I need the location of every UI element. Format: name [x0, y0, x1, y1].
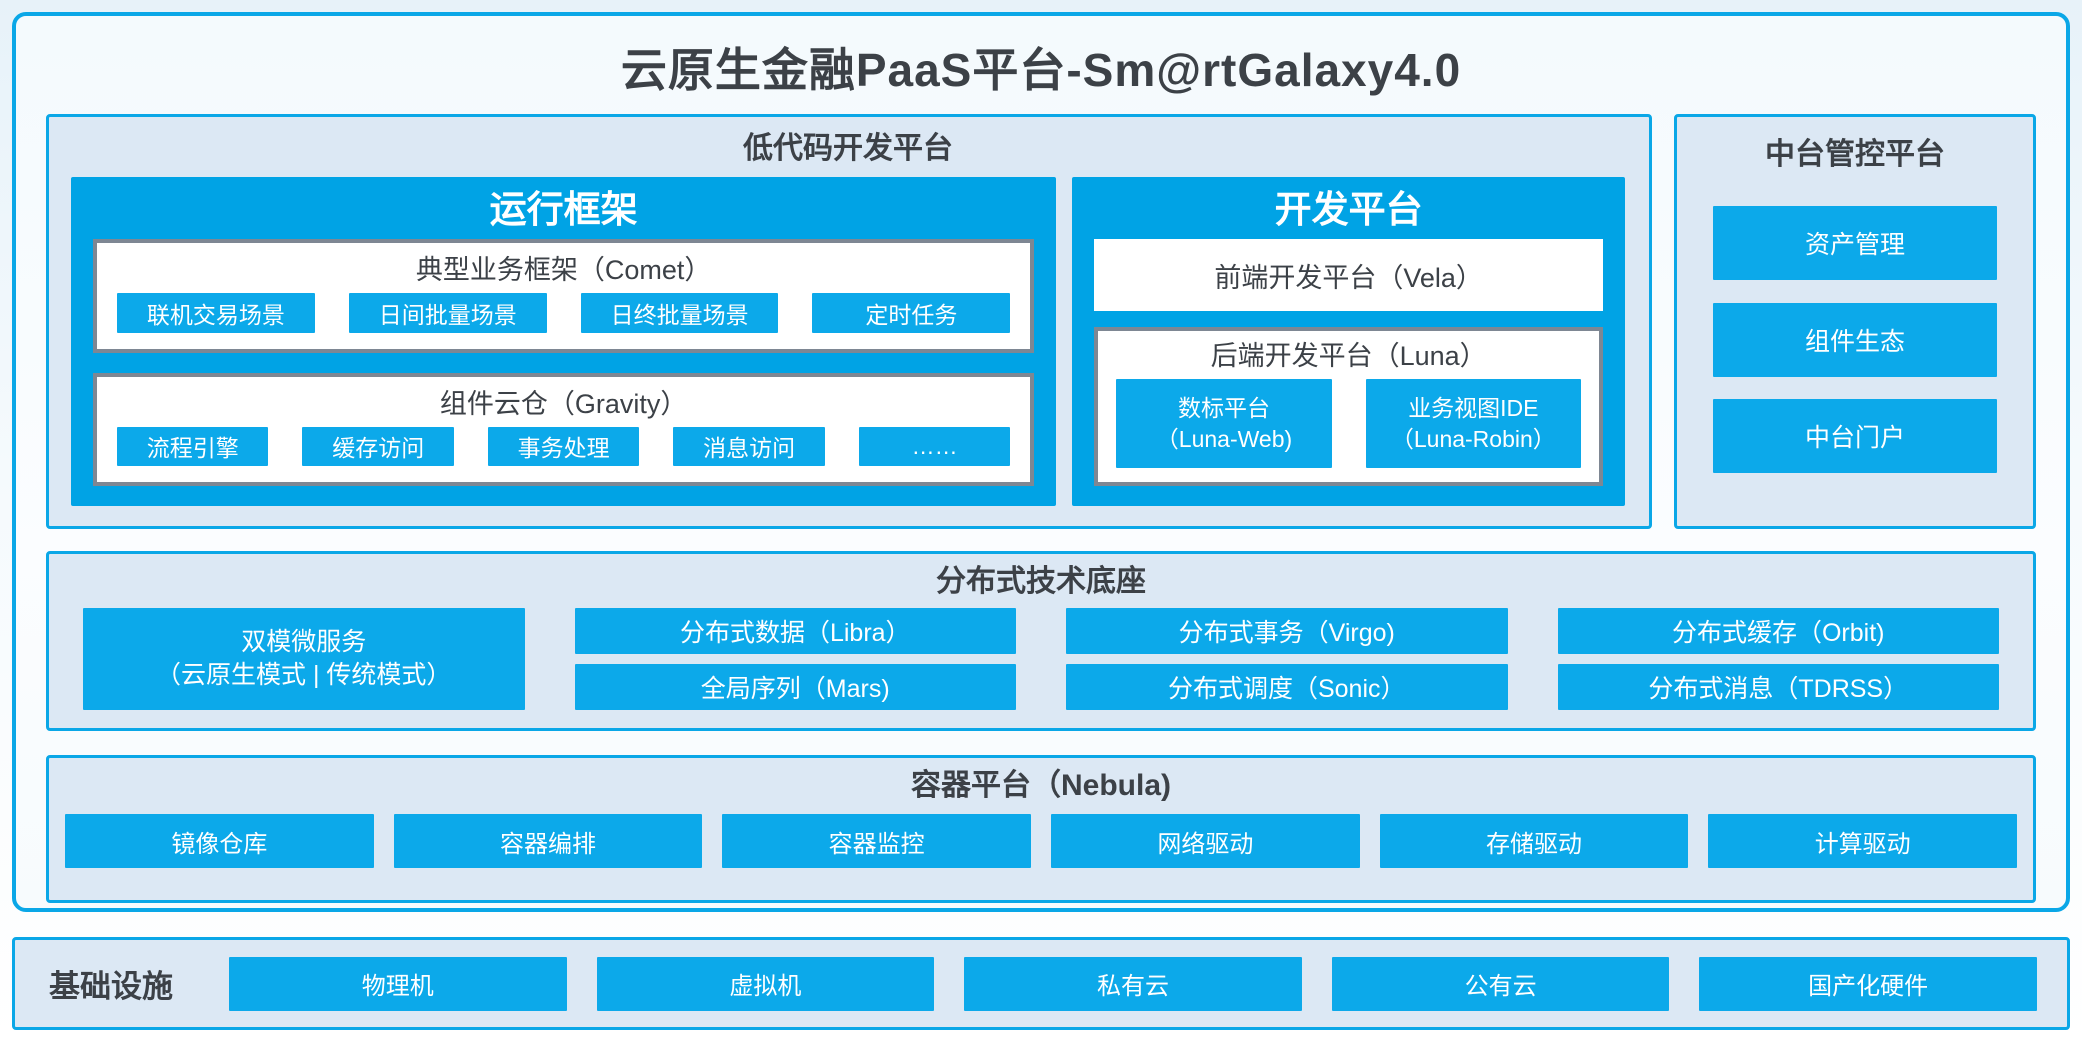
chip-compute-driver: 计算驱动: [1708, 814, 2018, 868]
chip-public-cloud: 公有云: [1331, 956, 1670, 1011]
chip-private-cloud: 私有云: [964, 956, 1302, 1011]
comet-title: 典型业务框架（Comet）: [415, 255, 712, 285]
distributed-col-2: 分布式事务（Virgo) 分布式调度（Sonic）: [1066, 608, 1508, 710]
chip-distributed-message-tdrss: 分布式消息（TDRSS）: [1557, 664, 1999, 710]
chip-mid-platform-portal: 中台门户: [1713, 399, 1997, 474]
low-code-body: 运行框架 典型业务框架（Comet） 联机交易场景 日间批量场景 日终批量场景 …: [71, 177, 1625, 506]
chip-distributed-scheduling-sonic: 分布式调度（Sonic）: [1066, 664, 1508, 710]
dual-mode-line2: （云原生模式 | 传统模式）: [156, 661, 452, 689]
chip-distributed-transaction-virgo: 分布式事务（Virgo): [1066, 608, 1508, 654]
chip-physical-machine: 物理机: [229, 956, 567, 1011]
chip-distributed-data-libra: 分布式数据（Libra）: [574, 608, 1016, 654]
chip-container-orchestration: 容器编排: [393, 814, 703, 868]
low-code-platform-panel: 低代码开发平台 运行框架 典型业务框架（Comet） 联机交易场景 日间批量场景…: [46, 114, 1652, 529]
mid-platform-panel: 中台管控平台 资产管理 组件生态 中台门户: [1674, 114, 2036, 529]
chip-luna-web: 数标平台 （Luna-Web): [1116, 379, 1332, 468]
container-platform-chips: 镜像仓库 容器编排 容器监控 网络驱动 存储驱动 计算驱动: [65, 814, 2018, 868]
infrastructure-label: 基础设施: [49, 969, 173, 1004]
chip-domestic-hardware: 国产化硬件: [1699, 956, 2037, 1011]
top-row: 低代码开发平台 运行框架 典型业务框架（Comet） 联机交易场景 日间批量场景…: [46, 114, 2036, 529]
chip-cache-access: 缓存访问: [302, 426, 454, 466]
chip-global-sequence-mars: 全局序列（Mars): [574, 664, 1016, 710]
distributed-col-1: 分布式数据（Libra） 全局序列（Mars): [574, 608, 1016, 710]
dev-platform-title: 开发平台: [1274, 189, 1423, 230]
container-platform-panel: 容器平台（Nebula) 镜像仓库 容器编排 容器监控 网络驱动 存储驱动 计算…: [46, 755, 2036, 903]
chip-daytime-batch: 日间批量场景: [348, 293, 547, 333]
chip-eod-batch: 日终批量场景: [580, 293, 779, 333]
chip-luna-robin: 业务视图IDE （Luna-Robin）: [1365, 379, 1581, 468]
luna-web-name: 数标平台: [1177, 395, 1270, 422]
chip-message-access: 消息访问: [673, 426, 825, 466]
mid-platform-heading: 中台管控平台: [1765, 138, 1945, 171]
distributed-base-panel: 分布式技术底座 双模微服务 （云原生模式 | 传统模式） 分布式数据（Libra…: [46, 551, 2036, 731]
runtime-framework-title: 运行框架: [489, 189, 638, 230]
gravity-title: 组件云仓（Gravity）: [439, 388, 688, 419]
chip-transaction-processing: 事务处理: [487, 426, 640, 466]
distributed-body: 双模微服务 （云原生模式 | 传统模式） 分布式数据（Libra） 全局序列（M…: [83, 608, 1999, 710]
chip-network-driver: 网络驱动: [1051, 814, 1360, 868]
chip-container-monitoring: 容器监控: [722, 814, 1032, 868]
chip-asset-management: 资产管理: [1713, 205, 1997, 280]
vela-box: 前端开发平台（Vela）: [1094, 239, 1603, 311]
dual-mode-line1: 双模微服务: [241, 628, 367, 656]
mid-platform-chips: 资产管理 组件生态 中台门户: [1713, 183, 1997, 496]
infrastructure-panel: 基础设施 物理机 虚拟机 私有云 公有云 国产化硬件: [12, 937, 2070, 1030]
chip-distributed-cache-orbit: 分布式缓存（Orbit): [1557, 608, 1999, 654]
chip-scheduled-task: 定时任务: [812, 293, 1011, 333]
comet-chips: 联机交易场景 日间批量场景 日终批量场景 定时任务: [117, 293, 1011, 333]
gravity-box: 组件云仓（Gravity） 流程引擎 缓存访问 事务处理 消息访问 ……: [93, 372, 1035, 486]
luna-robin-code: （Luna-Robin）: [1390, 425, 1556, 452]
luna-box: 后端开发平台（Luna） 数标平台 （Luna-Web) 业务视图IDE （Lu…: [1094, 327, 1603, 486]
dev-platform-panel: 开发平台 前端开发平台（Vela） 后端开发平台（Luna） 数标平台 （Lun…: [1072, 177, 1625, 506]
chip-virtual-machine: 虚拟机: [596, 956, 935, 1011]
chip-more-ellipsis: ……: [858, 426, 1011, 466]
distributed-col-3: 分布式缓存（Orbit) 分布式消息（TDRSS）: [1557, 608, 1999, 710]
luna-title: 后端开发平台（Luna）: [1210, 341, 1487, 371]
chip-process-engine: 流程引擎: [117, 426, 269, 466]
low-code-platform-heading: 低代码开发平台: [743, 132, 953, 165]
gravity-chips: 流程引擎 缓存访问 事务处理 消息访问 ……: [117, 426, 1011, 466]
runtime-framework-panel: 运行框架 典型业务框架（Comet） 联机交易场景 日间批量场景 日终批量场景 …: [71, 177, 1057, 506]
chip-storage-driver: 存储驱动: [1379, 814, 1689, 868]
container-platform-heading: 容器平台（Nebula): [910, 769, 1171, 802]
chip-component-ecosystem: 组件生态: [1713, 302, 1997, 377]
chip-online-trading: 联机交易场景: [117, 293, 315, 333]
page-title: 云原生金融PaaS平台-Sm@rtGalaxy4.0: [620, 44, 1462, 96]
chip-image-registry: 镜像仓库: [65, 814, 374, 868]
luna-web-code: （Luna-Web): [1155, 425, 1293, 452]
luna-chips: 数标平台 （Luna-Web) 业务视图IDE （Luna-Robin）: [1116, 379, 1581, 468]
comet-box: 典型业务框架（Comet） 联机交易场景 日间批量场景 日终批量场景 定时任务: [93, 239, 1035, 353]
luna-robin-name: 业务视图IDE: [1408, 395, 1539, 422]
distributed-base-heading: 分布式技术底座: [936, 565, 1146, 598]
distributed-col-dual-mode: 双模微服务 （云原生模式 | 传统模式）: [83, 608, 525, 710]
chip-dual-mode-microservices: 双模微服务 （云原生模式 | 传统模式）: [83, 608, 525, 710]
platform-frame: 云原生金融PaaS平台-Sm@rtGalaxy4.0 低代码开发平台 运行框架 …: [12, 12, 2070, 912]
